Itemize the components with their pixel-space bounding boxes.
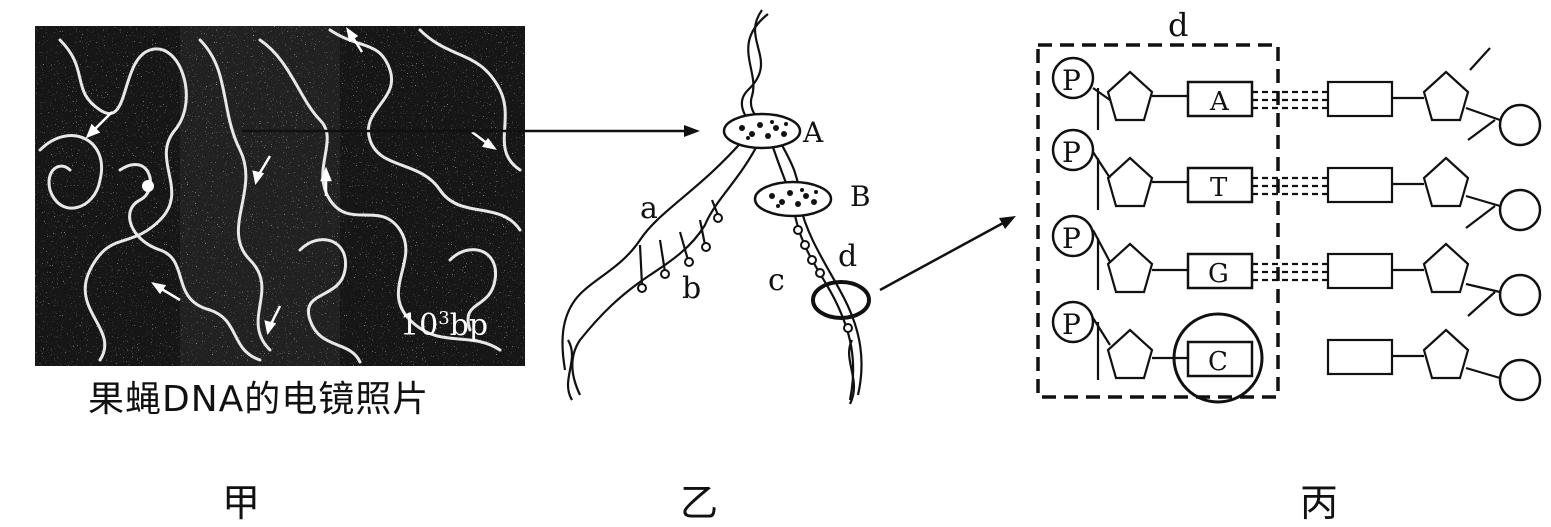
svg-text:C: C <box>1208 347 1228 377</box>
label-a: a <box>640 191 658 226</box>
svg-text:P: P <box>1062 308 1081 341</box>
phosphate-group: P <box>1051 214 1095 258</box>
svg-text:P: P <box>1062 222 1081 255</box>
label-c: c <box>768 263 785 298</box>
left-arm-inner <box>571 139 761 396</box>
base-C: C <box>1172 312 1264 404</box>
panel-label-jia: 甲 <box>222 481 261 525</box>
svg-text:P: P <box>1062 136 1081 169</box>
svg-text:T: T <box>1210 173 1228 203</box>
base-A: A <box>1186 80 1254 118</box>
region-d-box <box>1036 43 1280 399</box>
base-G: G <box>1186 252 1254 290</box>
phosphate-group: P <box>1051 56 1095 100</box>
replication-diagram: A B a b c d <box>561 9 871 405</box>
parental-strand-1 <box>740 9 763 125</box>
left-arm-outer <box>561 137 746 371</box>
svg-text:A: A <box>1209 87 1230 117</box>
region-d-ring <box>811 280 871 320</box>
panel-label-bing: 丙 <box>1300 481 1339 525</box>
label-d: d <box>838 239 857 274</box>
replication-origin-A <box>722 112 802 150</box>
label-A: A <box>802 116 824 149</box>
label-b: b <box>682 271 701 306</box>
panel-label-yi: 乙 <box>680 481 719 525</box>
label-B: B <box>850 180 871 213</box>
phosphate-group: P <box>1051 128 1095 172</box>
base-T: T <box>1186 166 1254 204</box>
svg-text:P: P <box>1062 64 1081 97</box>
nucleotide-structure-diagram: d P <box>1036 6 1542 404</box>
micrograph-image <box>35 26 525 366</box>
micrograph-panel: 103bp <box>35 26 525 366</box>
phosphate-group: P <box>1051 300 1095 344</box>
label-d-box: d <box>1168 6 1188 44</box>
micrograph-caption: 果蝇DNA的电镜照片 <box>88 379 430 420</box>
svg-text:G: G <box>1208 259 1229 289</box>
scale-bar-label: 103bp <box>400 308 488 343</box>
replication-origin-B <box>753 180 833 218</box>
right-arm-2 <box>777 137 863 396</box>
